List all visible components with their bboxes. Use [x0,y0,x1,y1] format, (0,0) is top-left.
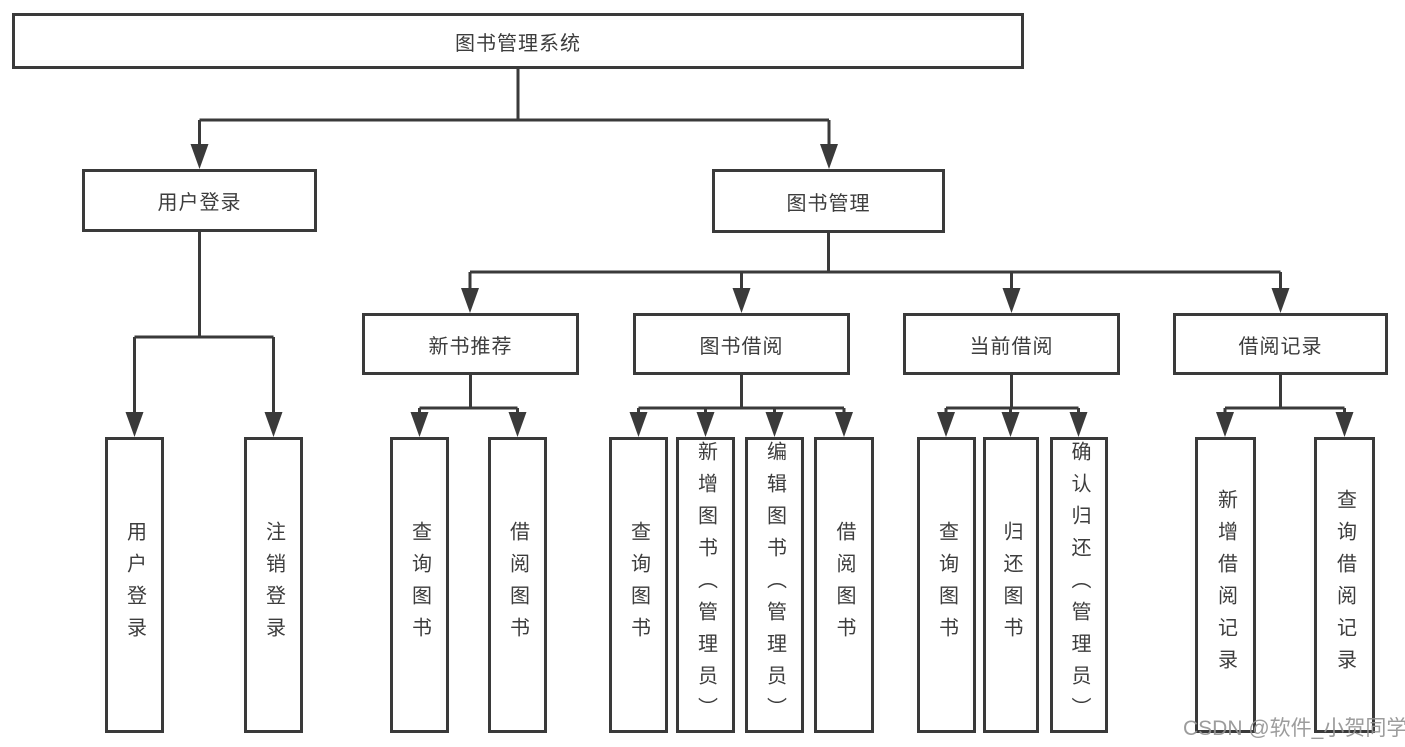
leaf-current-confirm-return-admin-label: 确认归还（管理员） [1068,441,1090,729]
arrow-down-icon [835,412,853,437]
leaf-current-confirm-return-admin: 确认归还（管理员） [1050,437,1108,733]
leaf-borrow-query-books: 查询图书 [609,437,668,733]
arrow-down-icon [1335,412,1354,437]
connector-lines [133,69,1346,414]
arrow-down-icon [732,288,751,313]
node-new-book-recommend: 新书推荐 [362,313,579,375]
csdn-watermark: CSDN @软件_小贺同学 [1183,717,1405,740]
arrow-down-icon [190,144,209,169]
leaf-borrow-query-books-label: 查询图书 [627,521,650,649]
node-borrowing-records-label: 借阅记录 [1238,335,1323,358]
arrow-down-icon [1069,412,1088,437]
leaf-user-login: 用户登录 [105,437,164,733]
leaf-borrow-borrow-books: 借阅图书 [814,437,874,733]
leaf-newbook-borrow-books: 借阅图书 [488,437,547,733]
leaf-newbook-borrow-books-label: 借阅图书 [506,521,529,649]
leaf-borrow-add-books-admin-label: 新增图书（管理员） [694,441,717,729]
leaf-logout-label: 注销登录 [262,521,285,649]
arrow-down-icon [1271,288,1290,313]
leaf-records-query-record-label: 查询借阅记录 [1333,489,1356,681]
leaf-current-return-books-label: 归还图书 [1000,521,1022,649]
arrow-down-icon [765,412,784,437]
leaf-borrow-edit-books-admin: 编辑图书（管理员） [745,437,804,733]
arrow-down-icon [1001,412,1020,437]
node-user-login: 用户登录 [82,169,317,232]
arrowheads [125,144,1354,437]
leaf-borrow-edit-books-admin-label: 编辑图书（管理员） [763,441,786,729]
node-root-label: 图书管理系统 [455,32,581,55]
node-book-borrowing: 图书借阅 [633,313,850,375]
arrow-down-icon [264,412,283,437]
arrow-down-icon [937,412,955,437]
arrow-down-icon [410,412,429,437]
node-root: 图书管理系统 [12,13,1024,69]
node-current-borrowing: 当前借阅 [903,313,1120,375]
arrow-down-icon [820,144,838,169]
leaf-current-query-books: 查询图书 [917,437,976,733]
leaf-current-return-books: 归还图书 [983,437,1039,733]
node-new-book-recommend-label: 新书推荐 [428,335,513,358]
leaf-records-add-record: 新增借阅记录 [1195,437,1256,733]
node-book-management: 图书管理 [712,169,945,233]
arrow-down-icon [125,412,144,437]
arrow-down-icon [508,412,527,437]
leaf-newbook-query-books: 查询图书 [390,437,449,733]
arrow-down-icon [461,288,479,313]
arrow-down-icon [1216,412,1234,437]
leaf-logout: 注销登录 [244,437,303,733]
leaf-borrow-borrow-books-label: 借阅图书 [833,521,855,649]
leaf-borrow-add-books-admin: 新增图书（管理员） [676,437,735,733]
node-borrowing-records: 借阅记录 [1173,313,1388,375]
leaf-newbook-query-books-label: 查询图书 [408,521,431,649]
node-user-login-label: 用户登录 [157,192,242,214]
arrow-down-icon [696,412,715,437]
node-book-borrowing-label: 图书借阅 [699,335,784,358]
leaf-records-add-record-label: 新增借阅记录 [1214,489,1237,681]
node-book-management-label: 图书管理 [786,192,871,215]
node-current-borrowing-label: 当前借阅 [969,335,1054,358]
leaf-current-query-books-label: 查询图书 [935,521,958,649]
leaf-records-query-record: 查询借阅记录 [1314,437,1375,733]
leaf-user-login-label: 用户登录 [123,521,146,649]
arrow-down-icon [629,412,648,437]
arrow-down-icon [1002,288,1021,313]
